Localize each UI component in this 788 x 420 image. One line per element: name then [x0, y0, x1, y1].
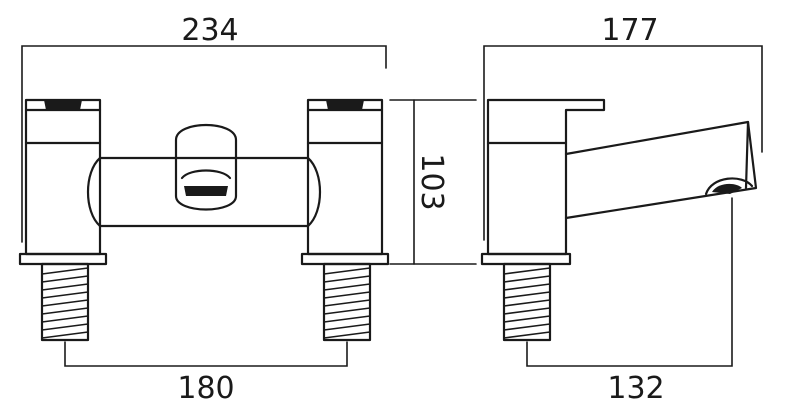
- right-pillar: [300, 98, 390, 266]
- thread-hatch: [323, 315, 371, 323]
- thread-hatch: [503, 283, 551, 291]
- thread-hatch: [503, 331, 551, 339]
- dimension-side-width-label: 177: [601, 13, 658, 48]
- thread-hatch: [41, 283, 89, 291]
- thread-hatch: [503, 315, 551, 323]
- thread-hatch: [323, 307, 371, 315]
- thread-hatch: [503, 307, 551, 315]
- spout: [564, 120, 758, 220]
- thread-hatch: [503, 267, 551, 275]
- dimension-spout-projection-label: 132: [607, 371, 664, 406]
- dimension-centers: 180: [64, 341, 348, 406]
- thread-hatch: [503, 291, 551, 299]
- left-pillar: [18, 98, 108, 266]
- thread-hatch: [41, 267, 89, 275]
- side-view: 177 132: [480, 13, 763, 406]
- thread-hatch: [503, 323, 551, 331]
- thread-hatch: [323, 299, 371, 307]
- left-thread: [40, 262, 90, 342]
- side-thread: [502, 262, 552, 342]
- thread-hatch: [41, 291, 89, 299]
- dimension-side-width: 177: [483, 13, 763, 241]
- thread-hatch: [323, 267, 371, 275]
- thread-hatch: [323, 283, 371, 291]
- thread-hatch: [323, 323, 371, 331]
- right-thread: [322, 262, 372, 342]
- dimension-centers-label: 180: [177, 371, 234, 406]
- dimension-height-label: 103: [414, 153, 449, 210]
- thread-hatch: [323, 331, 371, 339]
- thread-hatch: [41, 323, 89, 331]
- thread-hatch: [41, 299, 89, 307]
- dimension-spout-projection: 132: [526, 197, 733, 406]
- thread-hatch: [503, 275, 551, 283]
- front-view: 234: [18, 13, 477, 406]
- dimension-front-width: 234: [21, 13, 387, 243]
- side-pillar: [480, 98, 606, 266]
- thread-hatch: [41, 315, 89, 323]
- thread-hatch: [503, 299, 551, 307]
- dimension-front-width-label: 234: [181, 13, 238, 48]
- thread-hatch: [323, 275, 371, 283]
- mixer-body: [86, 156, 322, 228]
- thread-hatch: [41, 307, 89, 315]
- thread-hatch: [41, 275, 89, 283]
- dimension-height: 103: [389, 99, 477, 265]
- thread-hatch: [41, 331, 89, 339]
- lever-handle: [174, 123, 238, 211]
- thread-hatch: [323, 291, 371, 299]
